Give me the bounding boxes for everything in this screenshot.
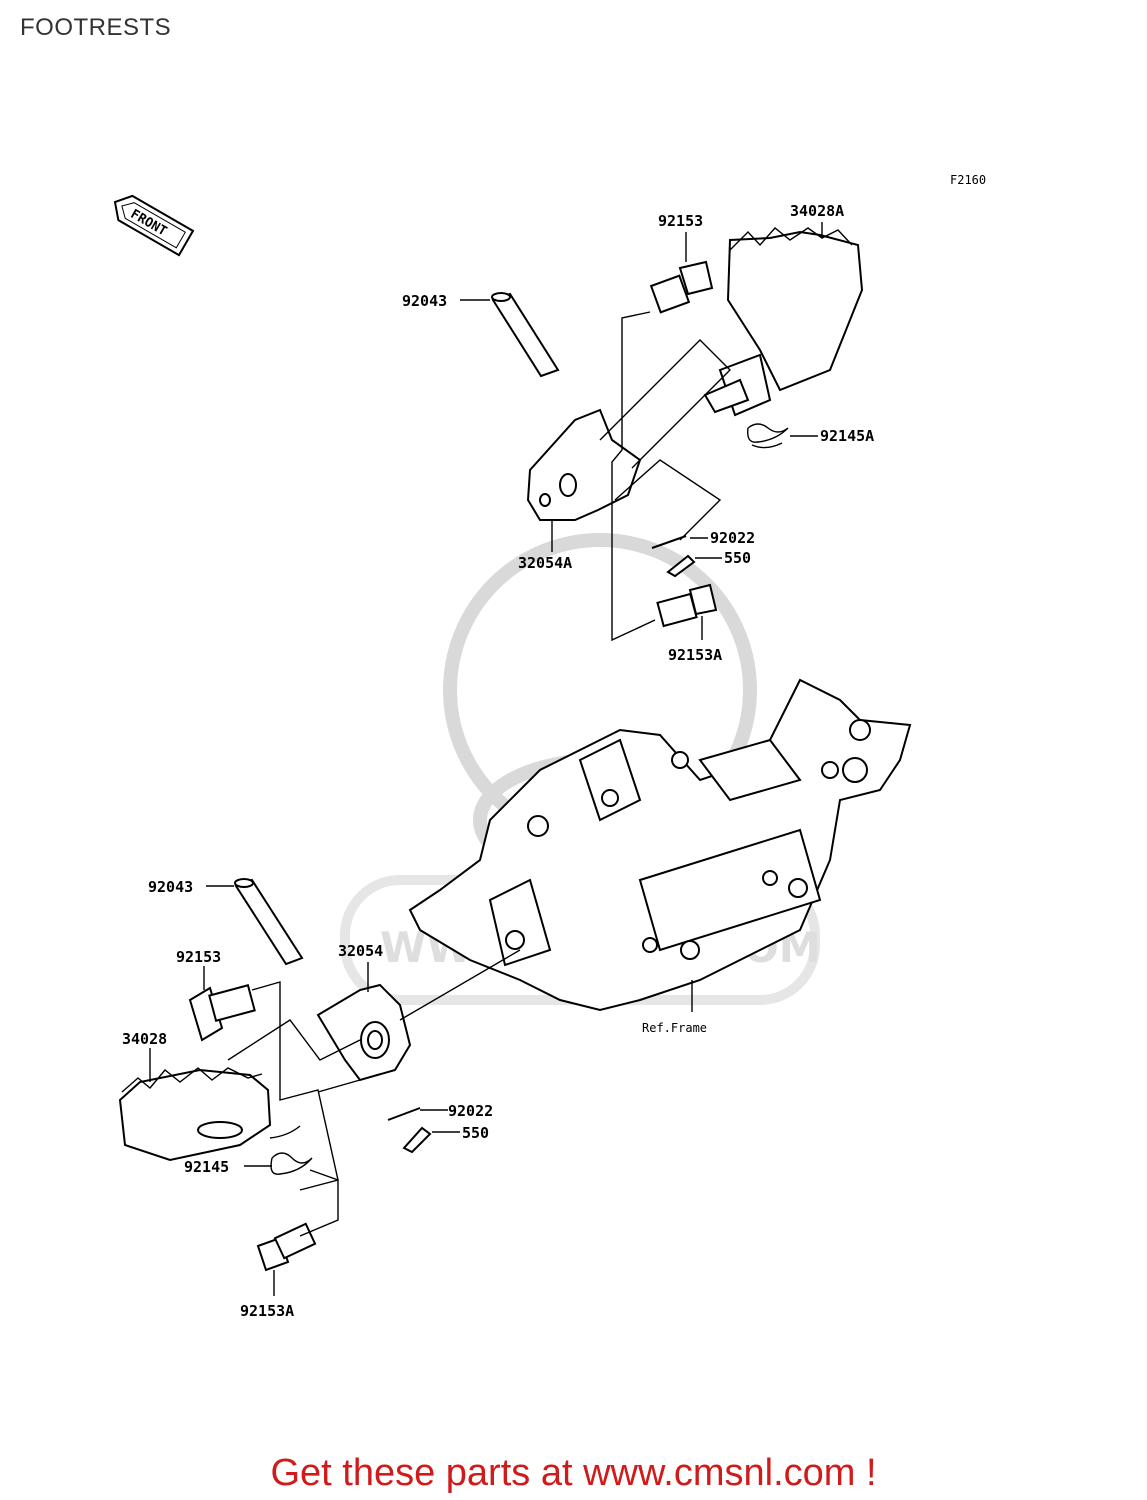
- spring-92145A: [747, 423, 789, 449]
- label-92043-bottom: 92043: [148, 878, 193, 896]
- bracket-32054: [316, 983, 412, 1082]
- label-92153A-bottom: 92153A: [240, 1302, 294, 1320]
- bolt-92153-top: [649, 260, 714, 314]
- frame-body: [408, 678, 912, 1012]
- front-arrow-icon: FRONT: [113, 194, 195, 257]
- label-92153-bottom: 92153: [176, 948, 221, 966]
- label-92022-top: 92022: [710, 529, 755, 547]
- label-34028: 34028: [122, 1030, 167, 1048]
- label-92153A-top: 92153A: [668, 646, 722, 664]
- footpeg-34028: [118, 1067, 272, 1162]
- label-92153-top: 92153: [658, 212, 703, 230]
- bolt-92153A-bottom: [256, 1222, 317, 1272]
- label-550-bottom: 550: [462, 1124, 489, 1142]
- bracket-32054A: [526, 408, 642, 521]
- bolt-92153A-top: [656, 583, 718, 628]
- pin-92043-top: [491, 292, 560, 378]
- label-92022-bottom: 92022: [448, 1102, 493, 1120]
- footpeg-34028A: [703, 227, 864, 417]
- label-32054A: 32054A: [518, 554, 572, 572]
- page-title: FOOTRESTS: [20, 14, 172, 41]
- label-ref-frame: Ref.Frame: [642, 1021, 707, 1035]
- label-34028A: 34028A: [790, 202, 844, 220]
- pin-92043-bottom: [234, 878, 304, 966]
- spring-92145: [269, 1125, 313, 1175]
- label-550-top: 550: [724, 549, 751, 567]
- figure-code: F2160: [950, 173, 986, 187]
- bolt-92153-bottom: [188, 984, 256, 1042]
- label-92145: 92145: [184, 1158, 229, 1176]
- label-92145A: 92145A: [820, 427, 874, 445]
- label-92043-top: 92043: [402, 292, 447, 310]
- label-32054: 32054: [338, 942, 383, 960]
- footer-banner[interactable]: Get these parts at www.cmsnl.com !: [270, 1452, 877, 1494]
